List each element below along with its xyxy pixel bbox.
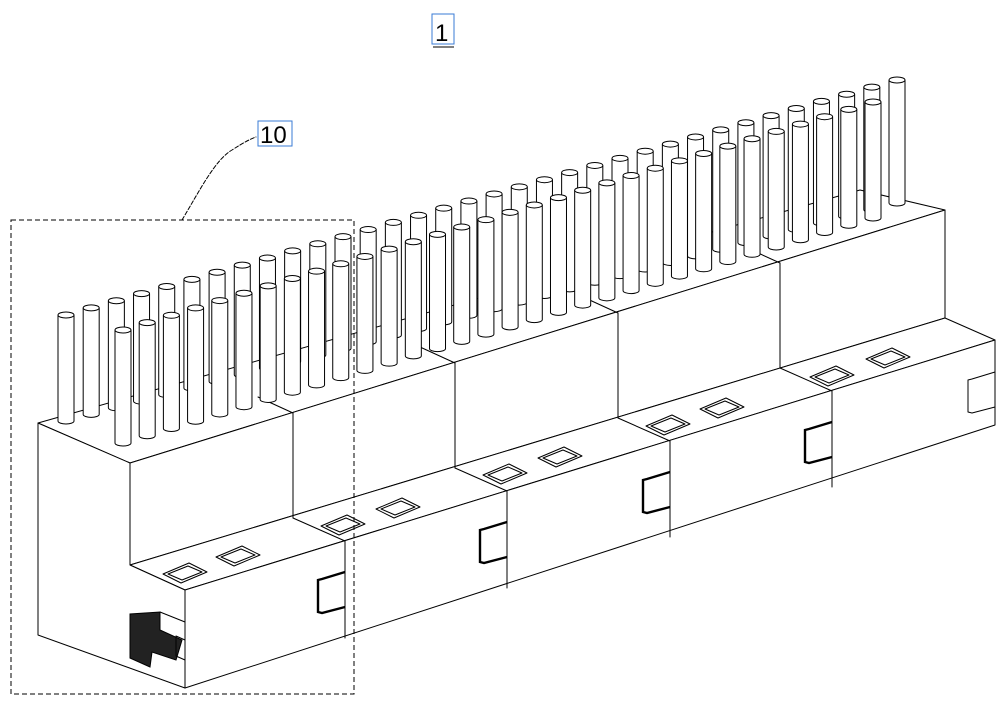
right-end-notch — [967, 371, 996, 414]
contact-pin — [695, 149, 713, 273]
square-opening — [865, 347, 911, 369]
contact-pin — [670, 157, 688, 280]
pin-array — [57, 76, 906, 447]
contact-pin — [404, 238, 422, 360]
dovetail-grooves — [129, 371, 996, 668]
reference-numeral-1-text: 1 — [435, 20, 448, 47]
contact-pin — [187, 304, 205, 425]
contact-pin — [308, 267, 326, 389]
contact-pin — [598, 179, 616, 302]
groove-2 — [478, 520, 508, 565]
contact-pin — [138, 319, 156, 440]
contact-pin — [646, 164, 664, 287]
contact-pin — [816, 113, 834, 236]
contact-pin — [888, 76, 906, 207]
contact-pin — [332, 260, 350, 382]
square-opening-inner — [704, 400, 740, 416]
contact-pin — [622, 172, 640, 295]
contact-pin — [549, 194, 567, 316]
square-opening-inner — [380, 500, 416, 516]
contact-pin — [162, 311, 180, 432]
reference-numeral-10: 10 — [257, 120, 293, 149]
contact-pin — [719, 142, 737, 266]
contact-pin — [57, 311, 75, 425]
contact-pin — [574, 186, 592, 309]
square-opening — [375, 497, 421, 519]
square-opening — [215, 545, 261, 567]
square-opening — [699, 397, 745, 419]
groove-1 — [316, 570, 346, 615]
contact-pin — [235, 289, 253, 411]
square-opening-inner — [542, 449, 578, 465]
contact-pin — [283, 275, 301, 396]
contact-pin — [840, 105, 858, 229]
contact-pin — [501, 208, 519, 331]
left-end-dovetail — [129, 611, 183, 668]
contact-pin — [380, 245, 398, 367]
square-opening-inner — [325, 517, 361, 533]
contact-pin — [864, 98, 882, 222]
contact-pin — [477, 216, 495, 338]
contact-pin — [356, 252, 374, 374]
contact-pin — [525, 201, 543, 324]
square-opening-inner — [167, 565, 203, 581]
square-opening-inner — [220, 548, 256, 564]
groove-4 — [803, 420, 833, 465]
reference-numeral-1: 1 — [431, 13, 455, 48]
reference-numeral-10-text: 10 — [260, 122, 287, 149]
contact-pin — [211, 297, 229, 418]
square-opening-inner — [870, 350, 906, 366]
square-opening — [645, 414, 691, 436]
square-opening — [809, 365, 855, 387]
square-opening — [537, 446, 583, 468]
square-opening — [162, 562, 208, 584]
contact-pin — [82, 304, 100, 418]
leader-line-10 — [181, 136, 257, 221]
contact-pin — [259, 282, 277, 403]
groove-3 — [641, 470, 671, 515]
contact-pin — [429, 230, 447, 353]
square-opening — [482, 463, 528, 485]
square-opening-inner — [487, 466, 523, 482]
square-openings — [162, 347, 911, 584]
contact-pin — [743, 135, 761, 258]
contact-pin — [453, 223, 471, 345]
contact-pin — [114, 326, 132, 447]
contact-pin — [767, 127, 785, 251]
square-opening-inner — [650, 417, 686, 433]
contact-pin — [791, 120, 809, 244]
square-opening-inner — [814, 368, 850, 384]
